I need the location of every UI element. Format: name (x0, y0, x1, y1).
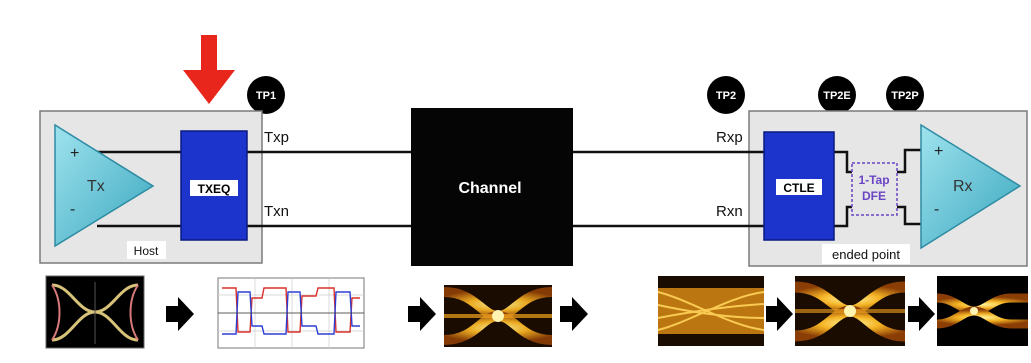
txeq-block: TXEQ (180, 130, 248, 241)
rxp-label: Rxp (716, 129, 743, 146)
tp2p-badge: TP2P (886, 76, 924, 114)
host-label: Host (127, 241, 166, 259)
svg-text:Channel: Channel (458, 180, 521, 197)
ctle-block: CTLE (763, 131, 835, 241)
svg-text:Tx: Tx (87, 178, 105, 195)
svg-text:DFE: DFE (862, 189, 886, 203)
signal-wires (97, 148, 921, 228)
channel-block: Channel (411, 108, 573, 266)
svg-text:Rx: Rx (953, 178, 973, 195)
tp1-badge: TP1 (247, 76, 285, 114)
svg-text:TP2: TP2 (716, 90, 736, 102)
svg-text:+: + (934, 143, 943, 160)
svg-text:-: - (934, 201, 939, 218)
right-arrow-icon (766, 297, 793, 331)
txp-label: Txp (264, 129, 289, 146)
receiver-caption: ended point (822, 244, 910, 264)
tx-amplifier: Tx + - (54, 123, 155, 248)
txn-label: Txn (264, 203, 289, 220)
dfe-block: 1-Tap DFE (851, 162, 898, 216)
right-arrow-icon (560, 297, 588, 331)
rx-amplifier: Rx + - (920, 123, 1022, 250)
svg-text:TP1: TP1 (256, 90, 276, 102)
tp2e-badge: TP2E (818, 76, 856, 114)
svg-text:1-Tap: 1-Tap (858, 173, 889, 187)
rxn-label: Rxn (716, 203, 743, 220)
right-arrow-icon (908, 297, 935, 331)
dfe-eye-diagram (936, 276, 1028, 346)
svg-text:TP2P: TP2P (891, 90, 919, 102)
down-arrow-icon (183, 35, 235, 104)
svg-text:TXEQ: TXEQ (198, 182, 231, 196)
right-arrow-icon (166, 297, 194, 331)
channel-eye-diagram (443, 285, 553, 347)
svg-text:ended point: ended point (832, 247, 900, 262)
txeq-waveform-plot (217, 277, 365, 349)
rx-input-eye-diagram (657, 276, 765, 346)
svg-text:CTLE: CTLE (783, 181, 814, 195)
ctle-eye-diagram (794, 276, 906, 346)
right-arrow-icon (408, 297, 436, 331)
svg-text:-: - (70, 201, 75, 218)
tp2-badge: TP2 (707, 76, 745, 114)
svg-text:TP2E: TP2E (823, 90, 851, 102)
tx-eye-diagram (45, 275, 145, 349)
svg-text:+: + (70, 145, 79, 162)
svg-text:Host: Host (134, 244, 159, 258)
